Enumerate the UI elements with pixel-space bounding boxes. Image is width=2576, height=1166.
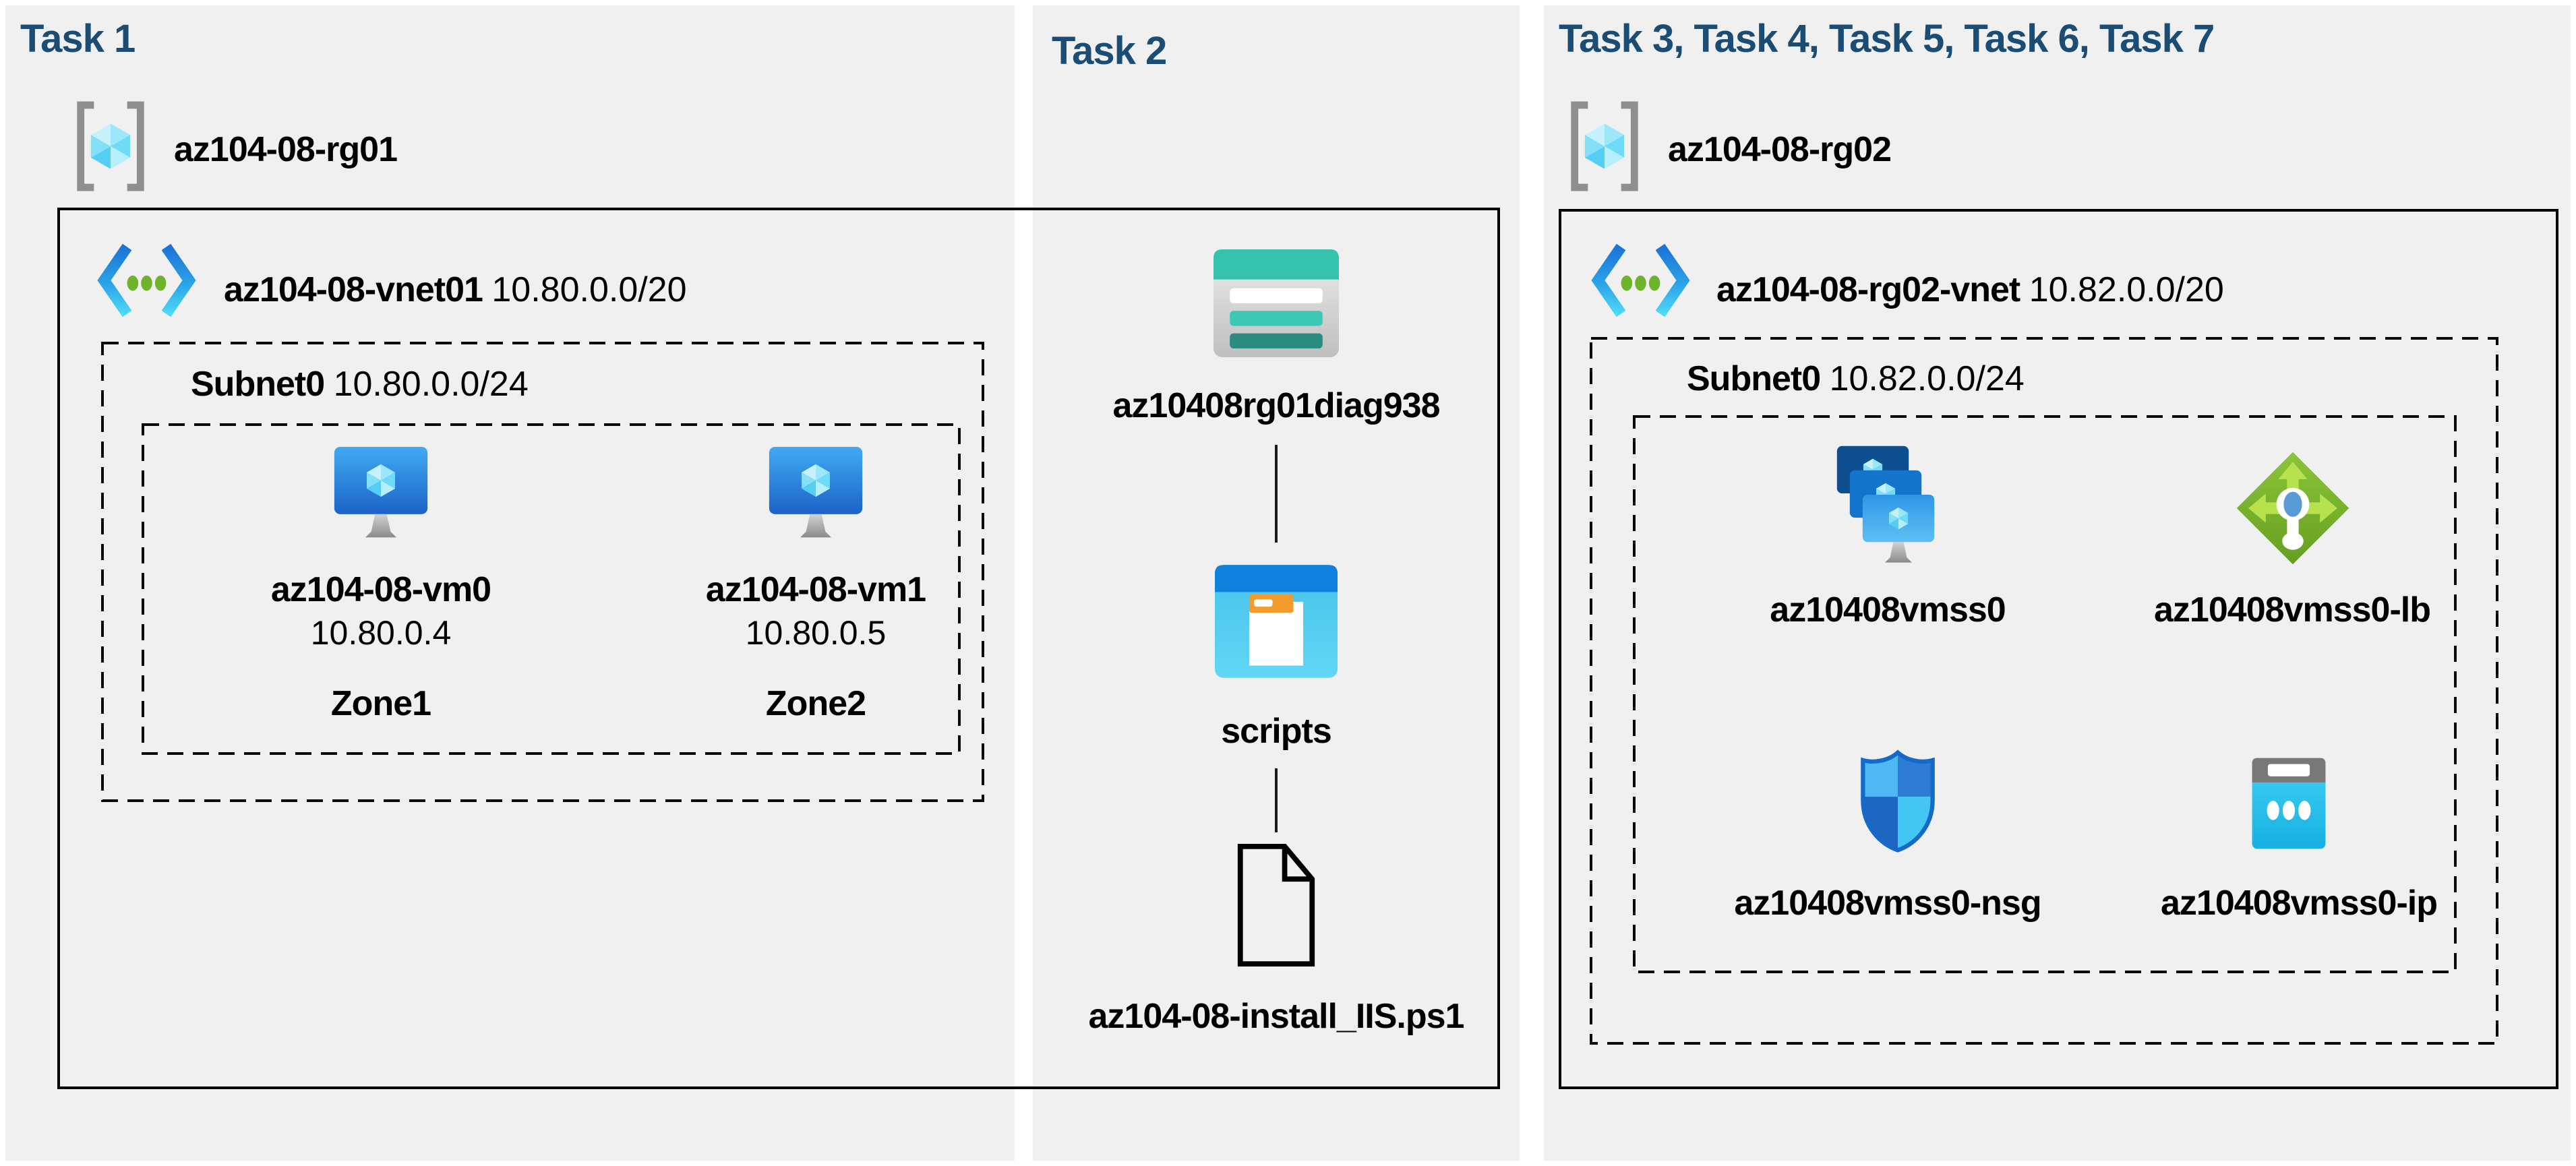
task2-title: Task 2: [1052, 29, 1167, 73]
rg1-label: az104-08-rg01: [174, 130, 398, 169]
vm0-ip: 10.80.0.4: [310, 614, 452, 652]
subnet1-name: Subnet0: [191, 365, 325, 404]
container-label: scripts: [1221, 712, 1332, 751]
task1-title: Task 1: [20, 17, 136, 61]
vm1-name: az104-08-vm1: [705, 570, 926, 609]
vmss-icon: [1836, 446, 1935, 563]
subnet2-name: Subnet0: [1687, 359, 1821, 398]
public-ip-icon: [2252, 758, 2326, 849]
vnet2-name: az104-08-rg02-vnet: [1716, 270, 2020, 309]
storage-account-icon: [1214, 249, 1339, 357]
nsg-label: az10408vmss0-nsg: [1734, 884, 2041, 923]
vnet-icon: [97, 243, 196, 317]
public-ip-label: az10408vmss0-ip: [2161, 884, 2438, 923]
connector-storage-scripts: [1275, 445, 1278, 543]
vmss-label: az10408vmss0: [1770, 590, 2006, 630]
subnet2-dashed-box: [1590, 337, 2498, 1045]
vm0-name: az104-08-vm0: [270, 570, 491, 609]
panel-task1: [5, 5, 1015, 1161]
task3-title: Task 3, Task 4, Task 5, Task 6, Task 7: [1559, 17, 2215, 61]
subnet1-label: Subnet0 10.80.0.0/24: [191, 364, 529, 404]
vnet2-box: [1559, 209, 2558, 1089]
subnet2-cidr: 10.82.0.0/24: [1829, 359, 2025, 398]
vnet-icon: [1591, 243, 1690, 317]
vm1-zone: Zone2: [765, 684, 866, 723]
resource-group-icon: [77, 101, 144, 191]
vm-icon: [769, 447, 863, 538]
subnet1-dashed-box: [101, 342, 984, 802]
blob-container-icon: [1215, 565, 1338, 678]
resource-group-icon: [1571, 101, 1638, 191]
vnet2-cidr: 10.82.0.0/20: [2029, 270, 2224, 309]
vnet1-name: az104-08-vnet01: [224, 270, 483, 309]
vmss-group-dashed-box: [1633, 415, 2457, 973]
vnet1-cidr: 10.80.0.0/20: [491, 270, 687, 309]
script-file-icon: [1237, 843, 1315, 967]
script-file-label: az104-08-install_IIS.ps1: [1088, 997, 1465, 1036]
nsg-icon: [1861, 749, 1935, 853]
vm-icon: [334, 447, 428, 538]
subnet2-label: Subnet0 10.82.0.0/24: [1687, 359, 2025, 399]
storage-account-label: az10408rg01diag938: [1112, 386, 1440, 425]
rg2-label: az104-08-rg02: [1668, 130, 1892, 169]
load-balancer-icon: [2236, 452, 2349, 565]
vm0-zone: Zone1: [330, 684, 431, 723]
subnet1-cidr: 10.80.0.0/24: [333, 365, 529, 404]
vnet1-label: az104-08-vnet01 10.80.0.0/20: [224, 270, 687, 310]
vm-group-dashed-box: [142, 423, 961, 755]
vnet1-box: [57, 208, 1500, 1089]
lb-label: az10408vmss0-lb: [2154, 590, 2431, 630]
vm1-ip: 10.80.0.5: [745, 614, 887, 652]
connector-scripts-file: [1275, 768, 1278, 832]
vnet2-label: az104-08-rg02-vnet 10.82.0.0/20: [1716, 270, 2224, 310]
panel-task3: [1544, 5, 2571, 1161]
